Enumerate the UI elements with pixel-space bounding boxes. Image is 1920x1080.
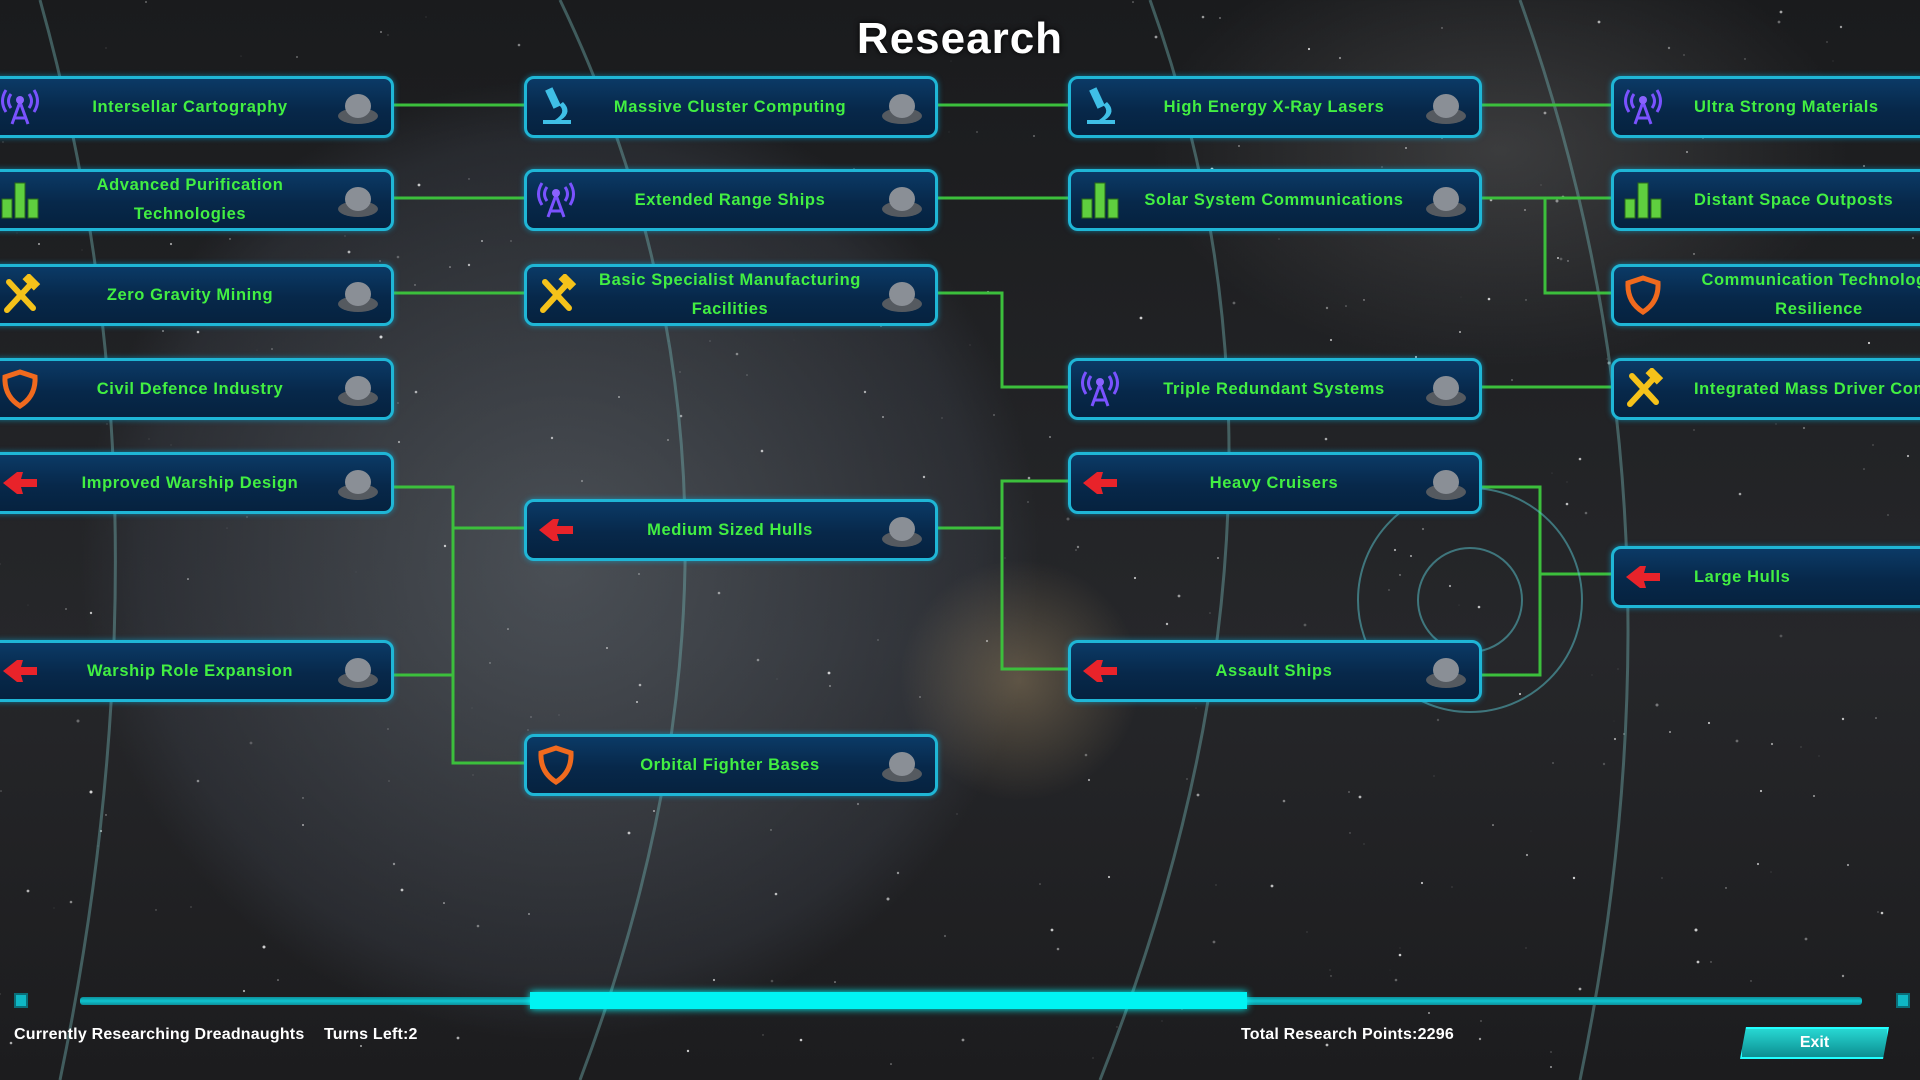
tech-node-large-hulls[interactable]: Large Hulls (1611, 546, 1920, 608)
tech-label: Massive Cluster Computing (613, 97, 847, 116)
ship-icon (1622, 556, 1664, 598)
tech-node-communication-resilience[interactable]: Communication Technology Resilience (1611, 264, 1920, 326)
tech-node-integrated-mass-driver[interactable]: Integrated Mass Driver Comp (1611, 358, 1920, 420)
ship-icon (1079, 462, 1121, 504)
bars-icon (0, 179, 41, 221)
tech-thumbnail-image (1421, 368, 1471, 410)
tech-node-improved-warship-design[interactable]: Improved Warship Design (0, 452, 394, 514)
scroll-right-button[interactable] (1896, 993, 1910, 1008)
link (1543, 198, 1611, 295)
tech-thumbnail-image (333, 368, 383, 410)
tech-node-basic-specialist-manufacturing[interactable]: Basic Specialist Manufacturing Facilitie… (524, 264, 938, 326)
total-research-points: Total Research Points:2296 (1241, 1026, 1454, 1043)
tech-node-distant-space-outposts[interactable]: Distant Space Outposts (1611, 169, 1920, 231)
tools-icon (535, 272, 577, 316)
exit-button[interactable]: Exit (1740, 1027, 1889, 1059)
tech-label: Communication Technology Resilience (1701, 271, 1920, 318)
tech-thumbnail-image (1421, 86, 1471, 128)
tech-label: Assault Ships (1215, 661, 1333, 680)
shield-icon (535, 744, 577, 786)
tech-node-extended-range-ships[interactable]: Extended Range Ships (524, 169, 938, 231)
shield-icon (0, 368, 41, 410)
tech-label: High Energy X-Ray Lasers (1163, 97, 1385, 116)
antenna-icon (0, 86, 41, 128)
tech-node-intersellar-cartography[interactable]: Intersellar Cartography (0, 76, 394, 138)
tech-thumbnail-image (877, 179, 927, 221)
tech-thumbnail-image (333, 462, 383, 504)
tech-label: Medium Sized Hulls (647, 520, 813, 539)
tools-icon (0, 272, 41, 316)
tech-label: Basic Specialist Manufacturing Facilitie… (599, 271, 861, 318)
tech-label: Triple Redundant Systems (1163, 379, 1385, 398)
tech-label: Warship Role Expansion (86, 661, 294, 680)
tech-label: Improved Warship Design (81, 473, 299, 492)
tech-label: Solar System Communications (1144, 190, 1404, 209)
tech-thumbnail-image (877, 274, 927, 316)
tech-node-triple-redundant-systems[interactable]: Triple Redundant Systems (1068, 358, 1482, 420)
tech-node-zero-gravity-mining[interactable]: Zero Gravity Mining (0, 264, 394, 326)
tech-label: Intersellar Cartography (92, 97, 288, 116)
ship-icon (0, 650, 41, 692)
tech-thumbnail-image (333, 86, 383, 128)
tech-label: Zero Gravity Mining (106, 285, 274, 304)
link (1000, 479, 1068, 671)
antenna-icon (1622, 86, 1664, 128)
tech-label: Large Hulls (1694, 567, 1791, 586)
tech-node-ultra-strong-materials[interactable]: Ultra Strong Materials (1611, 76, 1920, 138)
tech-label: Ultra Strong Materials (1694, 97, 1879, 116)
tech-label: Heavy Cruisers (1209, 473, 1339, 492)
antenna-icon (1079, 368, 1121, 410)
turns-left: Turns Left:2 (324, 1026, 418, 1043)
tech-thumbnail-image (877, 744, 927, 786)
link (932, 291, 1068, 389)
tools-icon (1622, 366, 1664, 410)
tech-node-solar-system-communications[interactable]: Solar System Communications (1068, 169, 1482, 231)
tech-node-orbital-fighter-bases[interactable]: Orbital Fighter Bases (524, 734, 938, 796)
tech-node-advanced-purification[interactable]: Advanced Purification Technologies (0, 169, 394, 231)
ship-icon (1079, 650, 1121, 692)
microscope-icon (535, 86, 577, 128)
tech-node-assault-ships[interactable]: Assault Ships (1068, 640, 1482, 702)
tech-label: Orbital Fighter Bases (640, 755, 820, 774)
tech-thumbnail-image (1421, 179, 1471, 221)
tech-thumbnail-image (1421, 462, 1471, 504)
tech-thumbnail-image (877, 86, 927, 128)
tech-label: Civil Defence Industry (96, 379, 284, 398)
ship-icon (0, 462, 41, 504)
tech-thumbnail-image (333, 179, 383, 221)
page-title: Research (856, 14, 1064, 63)
tech-label: Extended Range Ships (634, 190, 826, 209)
tech-thumbnail-image (1421, 650, 1471, 692)
ship-icon (535, 509, 577, 551)
currently-researching: Currently Researching Dreadnaughts (14, 1026, 305, 1043)
microscope-icon (1079, 86, 1121, 128)
antenna-icon (535, 179, 577, 221)
tech-label: Advanced Purification Technologies (96, 176, 284, 223)
bars-icon (1622, 179, 1664, 221)
tech-label: Distant Space Outposts (1694, 190, 1894, 209)
link (451, 528, 524, 765)
link (388, 485, 455, 677)
scroll-left-button[interactable] (14, 993, 28, 1008)
scrollbar-thumb[interactable] (530, 992, 1247, 1009)
tech-node-massive-cluster-computing[interactable]: Massive Cluster Computing (524, 76, 938, 138)
tech-node-civil-defence-industry[interactable]: Civil Defence Industry (0, 358, 394, 420)
tech-node-medium-sized-hulls[interactable]: Medium Sized Hulls (524, 499, 938, 561)
link (1476, 485, 1542, 677)
shield-icon (1622, 274, 1664, 316)
tech-node-warship-role-expansion[interactable]: Warship Role Expansion (0, 640, 394, 702)
tech-label: Integrated Mass Driver Comp (1694, 379, 1920, 398)
tech-node-xray-lasers[interactable]: High Energy X-Ray Lasers (1068, 76, 1482, 138)
tech-thumbnail-image (333, 650, 383, 692)
bars-icon (1079, 179, 1121, 221)
tech-node-heavy-cruisers[interactable]: Heavy Cruisers (1068, 452, 1482, 514)
tech-thumbnail-image (877, 509, 927, 551)
tech-thumbnail-image (333, 274, 383, 316)
